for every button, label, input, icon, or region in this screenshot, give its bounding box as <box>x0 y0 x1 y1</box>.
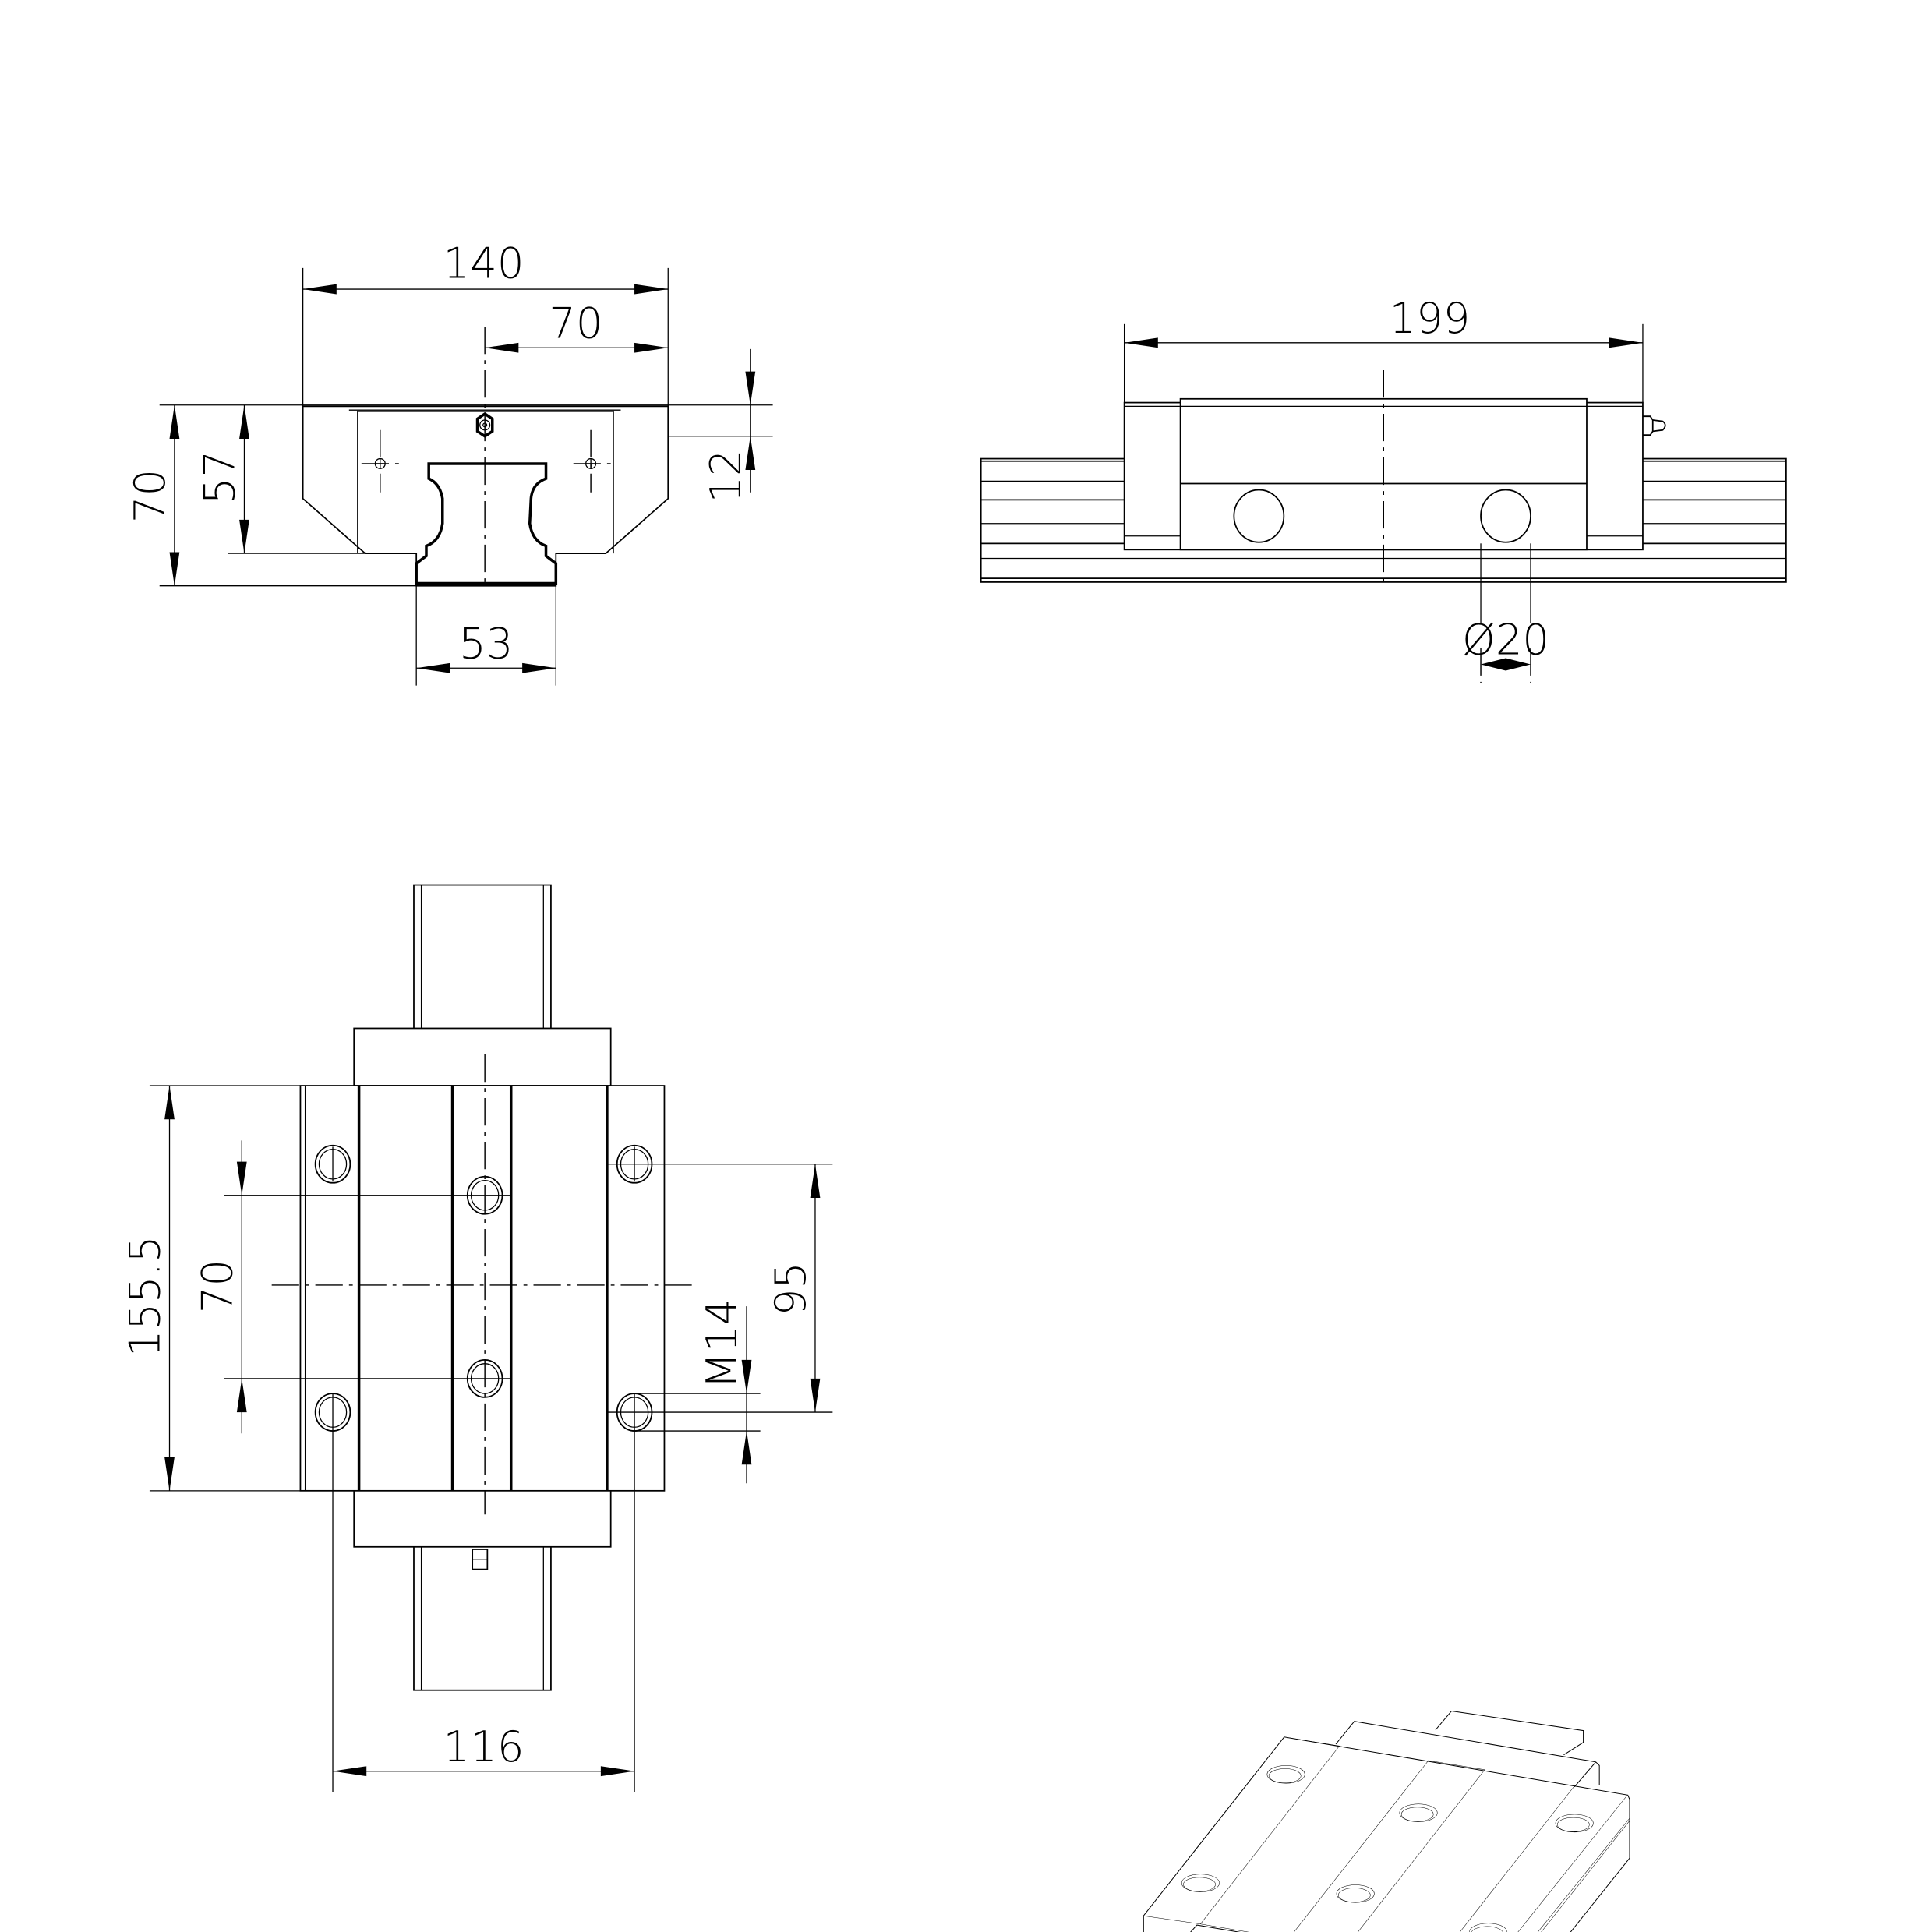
mounting-hole-marker <box>361 429 399 493</box>
iso-mounting-hole <box>1469 1923 1508 1932</box>
iso-mounting-hole <box>1181 1874 1220 1892</box>
dim-block-length: 155.5 <box>121 1236 170 1358</box>
mounting-hole-marker <box>573 429 611 493</box>
isometric-view <box>1143 1710 1630 1932</box>
iso-mounting-hole <box>1266 1765 1305 1784</box>
dim-seal-diameter: Ø20 <box>1462 616 1549 665</box>
front-view: 140 70 70 57 12 53 <box>125 239 773 686</box>
dim-overall-width: 140 <box>443 239 525 288</box>
dim-hole-span-width: 116 <box>443 1722 525 1771</box>
dim-flange-thickness: 12 <box>701 449 751 503</box>
dim-carriage-length: 199 <box>1390 294 1471 343</box>
dim-carriage-height: 57 <box>196 450 245 504</box>
top-view: 155.5 70 95 M14 116 <box>121 884 833 1792</box>
dim-half-width: 70 <box>549 298 602 348</box>
dim-overall-height: 70 <box>125 469 175 523</box>
side-view: 199 Ø20 <box>980 294 1787 683</box>
iso-mounting-hole <box>1399 1803 1438 1822</box>
dim-outer-hole-spacing: 95 <box>766 1262 815 1316</box>
iso-mounting-hole <box>1336 1884 1375 1903</box>
dim-inner-hole-spacing: 70 <box>192 1259 242 1313</box>
dim-thread: M14 <box>698 1298 747 1389</box>
iso-mounting-hole <box>1555 1814 1594 1833</box>
dim-rail-width: 53 <box>459 619 513 668</box>
